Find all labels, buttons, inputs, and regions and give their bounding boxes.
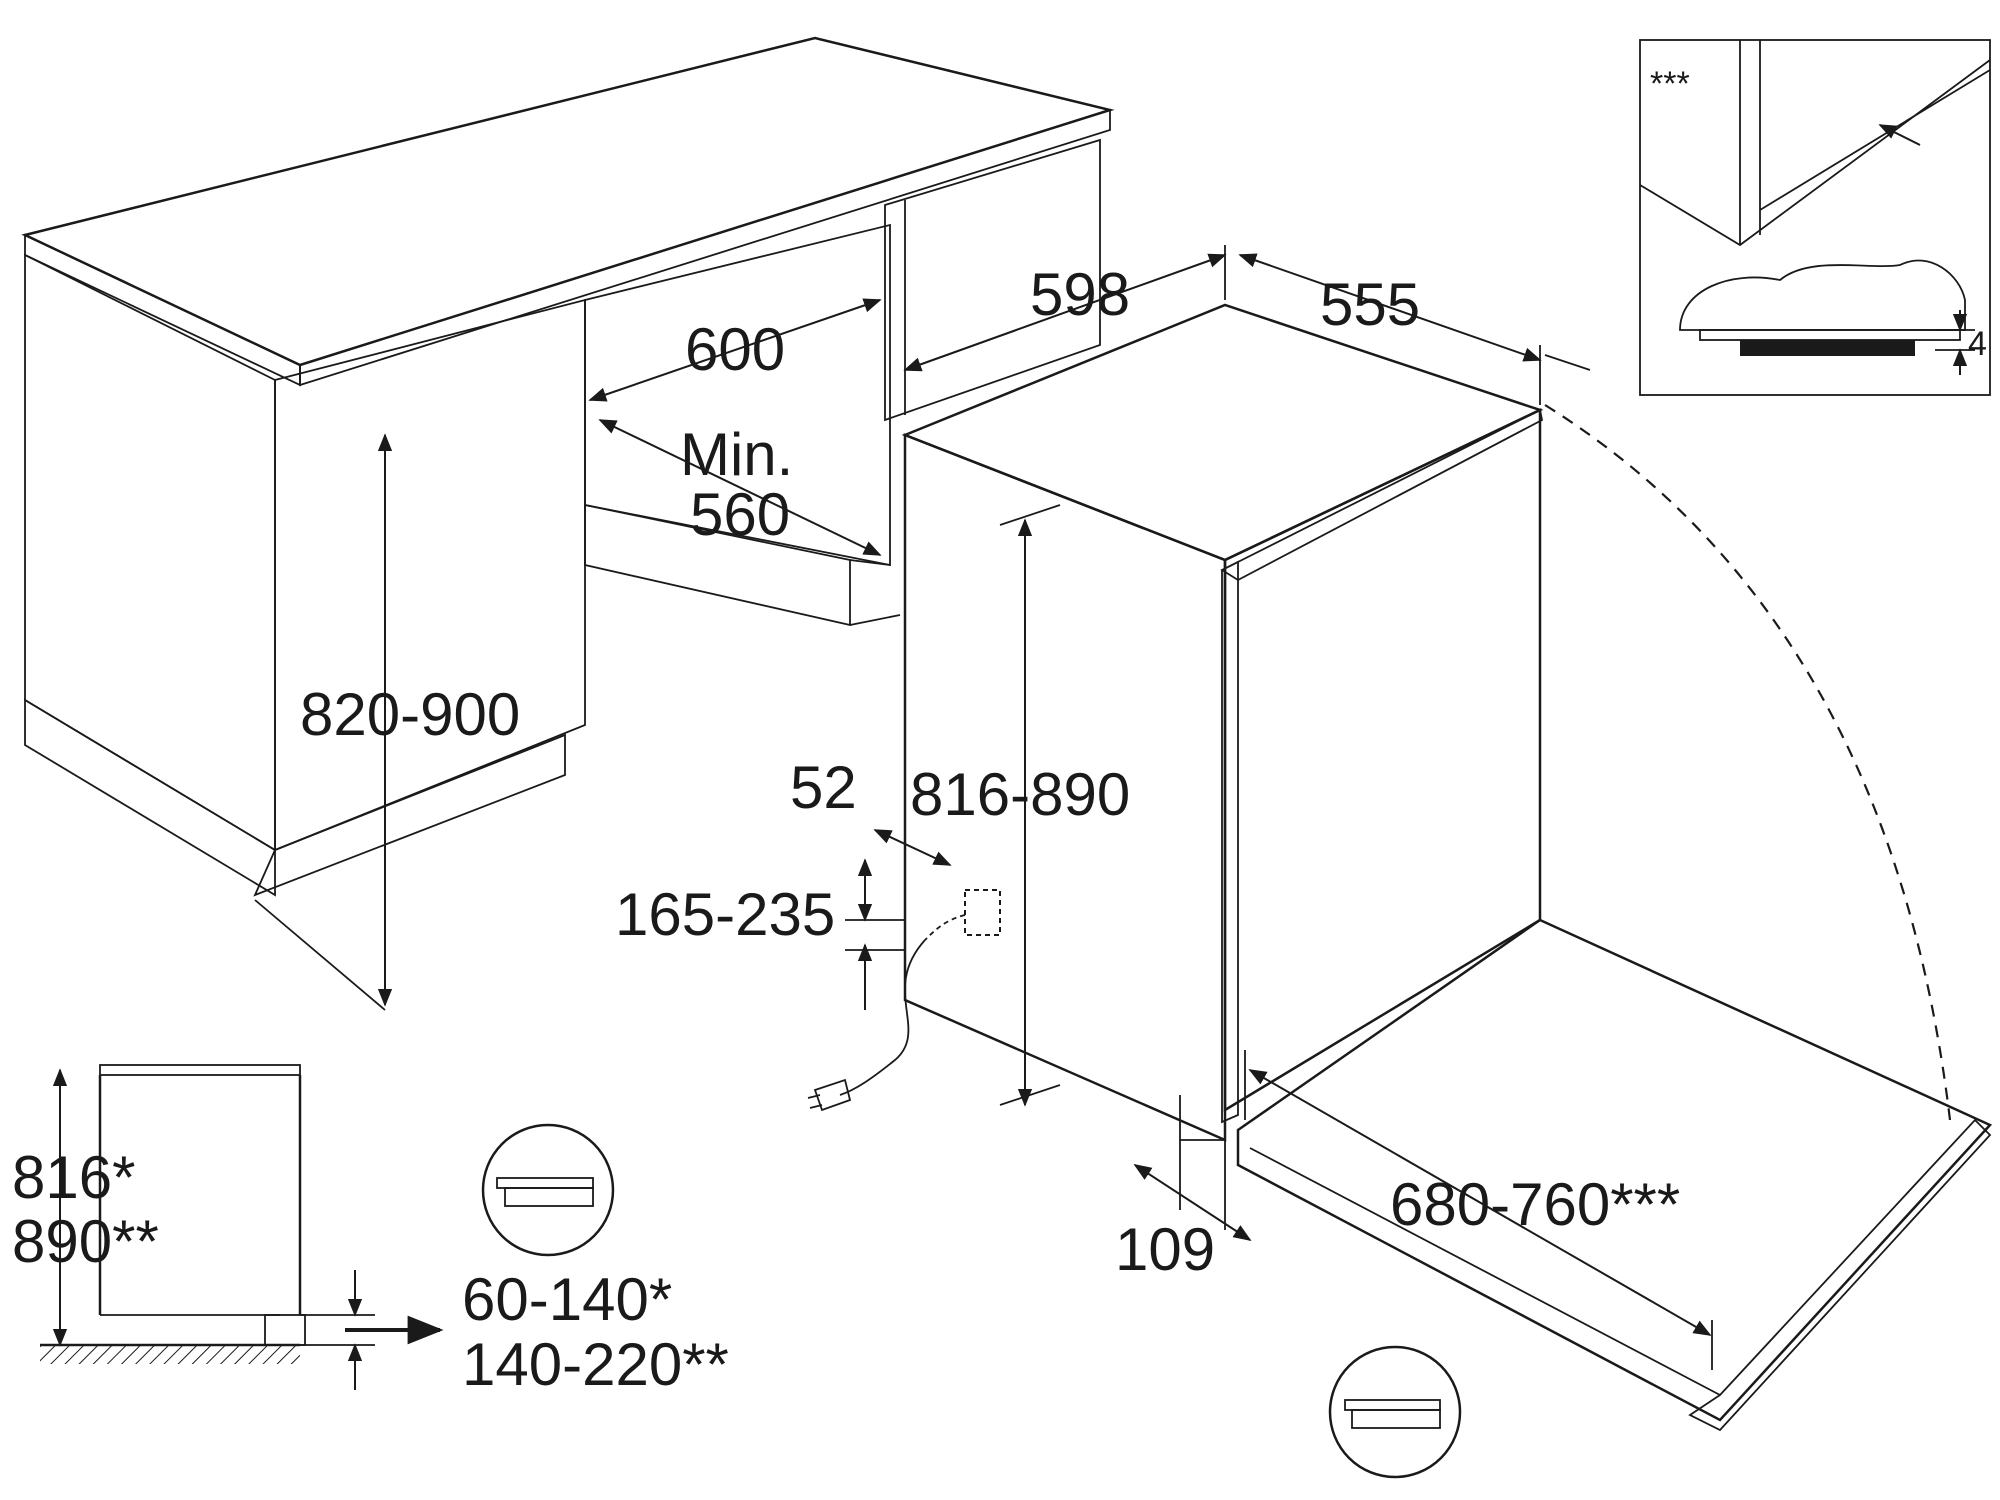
countertop-top	[21, 36, 1115, 367]
side-height-label-2: 890**	[12, 1208, 159, 1275]
niche-min-label: Min.	[680, 421, 793, 488]
power-plug-icon	[807, 939, 926, 1112]
opened-door	[1236, 918, 1993, 1422]
door-swing-arc	[1544, 404, 1952, 1121]
inset-gap-label: 4	[1968, 325, 1987, 363]
opened-door-edge	[1688, 1118, 1992, 1432]
panel-detail-icon	[481, 1123, 615, 1257]
plinth-height-label-1: 60-140*	[462, 1266, 672, 1333]
door-edge-top	[1220, 408, 1544, 582]
connection-offset-label: 52	[790, 754, 857, 821]
inset-cloud	[1679, 259, 1966, 331]
niche-min-value: 560	[690, 481, 790, 548]
cabinet-height-label: 820-900	[300, 681, 520, 748]
appliance-depth-label: 555	[1320, 271, 1420, 338]
cabinet-left-front	[274, 298, 586, 852]
niche-width-label: 600	[685, 316, 785, 383]
cabinet-left-plinth	[24, 698, 276, 897]
plinth-depth-label: 109	[1115, 1216, 1215, 1283]
dishwasher	[901, 303, 1993, 1432]
appliance-width-label: 598	[1030, 261, 1130, 328]
plinth-height-label-2: 140-220**	[462, 1331, 729, 1398]
panel-detail-icon-2	[1328, 1345, 1462, 1479]
appliance-height-label: 816-890	[910, 761, 1130, 828]
cabinet-left-front-plinth	[253, 733, 566, 897]
side-height-label-1: 816*	[12, 1144, 135, 1211]
door-panel-height-label: 680-760***	[1390, 1171, 1680, 1238]
countertop-left-edge	[24, 233, 301, 387]
side-elevation	[40, 1064, 444, 1390]
dishwasher-top	[901, 303, 1544, 562]
detail-inset: *** 4	[1639, 39, 1991, 396]
cabinet-left-side	[24, 253, 276, 852]
door-panel	[1223, 408, 1542, 1113]
inset-marker: ***	[1650, 65, 1690, 103]
electrical-socket-icon	[924, 889, 1001, 941]
connection-height-label: 165-235	[615, 881, 835, 948]
